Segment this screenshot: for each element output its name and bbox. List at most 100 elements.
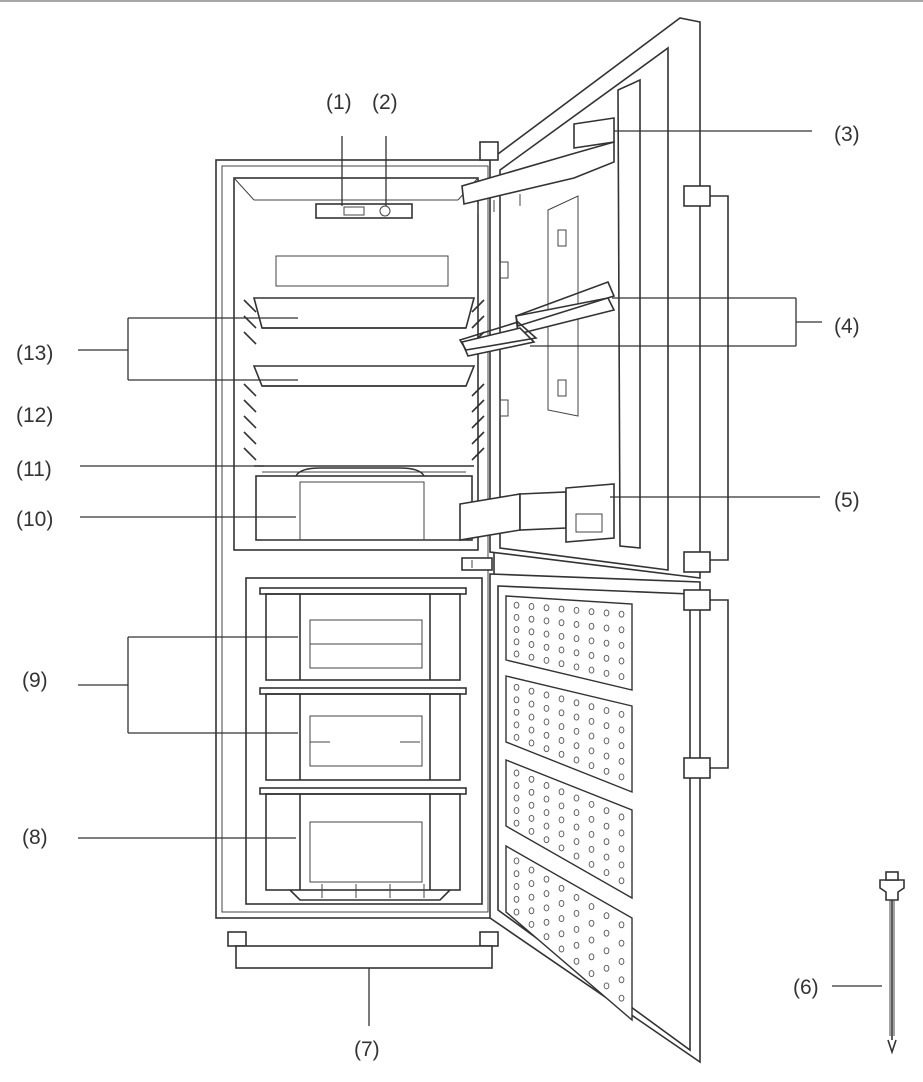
panel-dot <box>588 970 595 978</box>
panel-dot <box>603 609 610 617</box>
panel-dot <box>588 608 595 616</box>
panel-dot <box>558 844 565 852</box>
panel-dot <box>513 721 520 729</box>
panel-dot <box>588 652 595 659</box>
panel-dot <box>528 866 535 874</box>
panel-dot <box>603 838 610 846</box>
middle-hinge <box>461 557 493 571</box>
panel-dot <box>528 827 535 835</box>
callout-6: (6) <box>793 976 819 999</box>
panel-dot <box>513 601 520 609</box>
panel-dot <box>543 704 550 712</box>
panel-dot <box>543 604 550 612</box>
callout-11: (11) <box>16 458 52 481</box>
callout-12: (12) <box>16 404 53 427</box>
top-hinge <box>479 141 499 161</box>
panel-dot <box>558 709 565 717</box>
callout-10: (10) <box>16 508 53 531</box>
panel-dot <box>618 861 625 869</box>
panel-dot <box>558 945 565 953</box>
light-and-control-unit <box>315 203 413 219</box>
panel-dot <box>588 703 595 711</box>
panel-dot <box>603 624 610 632</box>
panel-dot <box>558 619 565 627</box>
freezer-door-panel <box>505 595 633 691</box>
panel-dot <box>618 939 625 947</box>
panel-dot <box>558 915 565 923</box>
panel-dot <box>558 930 565 938</box>
panel-dot <box>558 737 565 744</box>
panel-dot <box>573 713 580 721</box>
leader-lines <box>78 130 882 1026</box>
panel-dot <box>543 731 550 739</box>
panel-dot <box>603 737 610 745</box>
panel-dot <box>558 788 565 796</box>
panel-dot <box>528 700 535 708</box>
panel-dot <box>558 605 565 613</box>
panel-dot <box>618 757 625 765</box>
panel-dot <box>513 807 520 815</box>
callout-4: (4) <box>834 315 860 338</box>
panel-dot <box>573 957 580 965</box>
panel-dot <box>528 713 535 721</box>
freezer-door-panel <box>505 675 633 794</box>
panel-dot <box>558 646 565 654</box>
panel-dot <box>543 875 550 883</box>
panel-dot <box>528 920 535 928</box>
panel-dot <box>573 941 580 949</box>
panel-dot <box>573 699 580 707</box>
panel-dot <box>588 762 595 770</box>
panel-dot <box>588 800 595 808</box>
panel-dot <box>513 782 520 789</box>
panel-dot <box>618 641 625 649</box>
panel-dot <box>603 947 610 955</box>
panel-dot <box>543 617 550 625</box>
panel-dot <box>618 829 625 837</box>
panel-dot <box>588 717 595 725</box>
panel-dot <box>558 816 565 824</box>
panel-dot <box>618 773 625 781</box>
callout-7: (7) <box>354 1038 380 1061</box>
panel-dot <box>588 815 595 823</box>
panel-dot <box>528 775 535 783</box>
panel-dot <box>603 929 610 937</box>
panel-dot <box>603 752 610 760</box>
panel-dot <box>558 695 565 703</box>
panel-dot <box>603 707 610 715</box>
panel-dot <box>588 860 595 868</box>
panel-dot <box>618 657 625 665</box>
panel-dot <box>543 836 550 844</box>
panel-dot <box>543 643 550 651</box>
panel-dot <box>513 696 520 704</box>
panel-dot <box>558 632 565 640</box>
panel-dot <box>573 621 580 628</box>
freezer-door-panels <box>505 595 633 1022</box>
panel-dot <box>543 795 550 803</box>
panel-dot <box>588 953 595 961</box>
panel-dot <box>618 710 625 718</box>
panel-dot <box>543 718 550 726</box>
panel-dot <box>573 756 580 764</box>
panel-dot <box>528 880 535 888</box>
panel-dot <box>618 958 625 965</box>
panel-dot <box>573 727 580 735</box>
callout-labels: (1) (2) (3) (4) (5) (6) (7) (8) (9) (10)… <box>16 91 860 1061</box>
panel-dot <box>603 767 610 775</box>
panel-dot <box>618 994 625 1002</box>
callout-5: (5) <box>834 489 860 512</box>
panel-dot <box>588 637 595 645</box>
panel-dot <box>528 814 535 822</box>
panel-dot <box>543 782 550 789</box>
panel-dot <box>513 769 520 777</box>
panel-dot <box>603 912 610 920</box>
panel-dot <box>528 726 535 734</box>
panel-dot <box>513 857 520 865</box>
panel-dot <box>588 666 595 674</box>
glass-shelves <box>252 297 476 473</box>
panel-dot <box>603 654 610 662</box>
panel-dot <box>618 813 625 821</box>
panel-dot <box>528 801 535 809</box>
panel-dot <box>543 691 550 699</box>
freezer-door-panel <box>505 844 633 1022</box>
